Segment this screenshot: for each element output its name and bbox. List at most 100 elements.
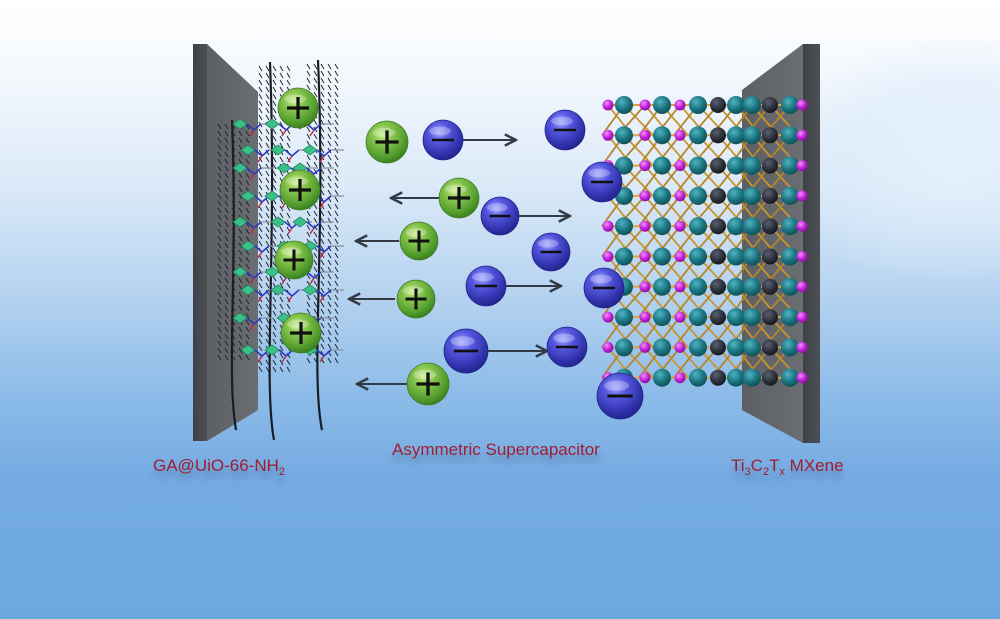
graphene-hatch bbox=[231, 242, 236, 249]
graphene-hatch bbox=[334, 217, 339, 224]
mof-amine-group bbox=[281, 277, 287, 285]
sphere-highlight bbox=[280, 247, 302, 256]
mof-amine-group bbox=[319, 251, 325, 259]
mof-amine-group bbox=[287, 227, 293, 235]
mxene-titanium-atom bbox=[727, 368, 745, 387]
graphene-hatch bbox=[313, 252, 318, 259]
mof-cluster bbox=[264, 266, 280, 278]
graphene-hatch bbox=[320, 343, 325, 350]
mof-linker bbox=[284, 149, 300, 158]
graphene-hatch bbox=[306, 357, 311, 364]
graphene-hatch bbox=[279, 226, 284, 233]
ion-motion-arrows bbox=[349, 140, 570, 384]
graphene-hatch bbox=[265, 86, 270, 93]
graphene-hatch bbox=[320, 224, 325, 231]
graphene-hatch bbox=[334, 308, 339, 315]
cation-moving-left bbox=[399, 221, 439, 261]
graphene-hatch bbox=[279, 212, 284, 219]
graphene-hatch bbox=[245, 326, 250, 333]
graphene-hatch bbox=[224, 291, 229, 298]
graphene-hatch bbox=[238, 305, 243, 312]
graphene-hatch bbox=[231, 277, 236, 284]
graphene-hatch bbox=[286, 72, 291, 79]
graphene-hatch bbox=[258, 324, 263, 331]
graphene-hatch bbox=[327, 280, 332, 287]
mxene-titanium-atom bbox=[653, 186, 671, 205]
graphene-hatch bbox=[320, 245, 325, 252]
graphene-hatch bbox=[265, 212, 270, 219]
mxene-carbon-atom bbox=[710, 248, 726, 265]
graphene-hatch bbox=[272, 205, 277, 212]
graphene-hatch bbox=[286, 79, 291, 86]
mxene-titanium-atom bbox=[615, 96, 633, 114]
mxene-surface-termination-atom bbox=[639, 281, 651, 293]
graphene-hatch bbox=[245, 207, 250, 214]
graphene-hatch bbox=[231, 263, 236, 270]
graphene-hatch bbox=[217, 298, 222, 305]
mxene-titanium-atom bbox=[615, 217, 633, 236]
graphene-hatch bbox=[265, 170, 270, 177]
graphene-hatch bbox=[320, 210, 325, 217]
mof-amine-group bbox=[257, 201, 263, 209]
graphene-hatch bbox=[306, 77, 311, 84]
graphene-hatch bbox=[217, 200, 222, 207]
mxene-surface-termination-atom bbox=[639, 129, 651, 141]
graphene-hatch bbox=[334, 189, 339, 196]
graphene-hatch bbox=[258, 289, 263, 296]
graphene-hatch bbox=[265, 65, 270, 72]
graphene-hatch bbox=[272, 275, 277, 282]
graphene-hatch bbox=[231, 340, 236, 347]
graphene-hatch bbox=[313, 63, 318, 70]
mxene-titanium-atom bbox=[653, 126, 671, 145]
mxene-titanium-atom bbox=[615, 338, 633, 357]
graphene-hatch bbox=[217, 186, 222, 193]
graphene-hatch bbox=[238, 340, 243, 347]
graphene-hatch bbox=[320, 308, 325, 315]
graphene-hatch bbox=[231, 151, 236, 158]
mxene-titanium-atom bbox=[727, 156, 745, 175]
graphene-hatch bbox=[272, 261, 277, 268]
mxene-surface-termination-atom bbox=[602, 251, 614, 262]
graphene-hatch bbox=[231, 256, 236, 263]
graphene-hatch bbox=[313, 238, 318, 245]
mxene-carbon-atom bbox=[762, 127, 778, 144]
graphene-hatch bbox=[217, 207, 222, 214]
mxene-titanium-atom bbox=[781, 96, 799, 114]
left-electrode-label: GA@UiO-66-NH2 bbox=[153, 456, 286, 478]
graphene-hatch bbox=[286, 303, 291, 310]
mof-amine-group bbox=[281, 355, 287, 363]
graphene-hatch bbox=[320, 322, 325, 329]
mxene-titanium-atom bbox=[743, 217, 761, 236]
graphene-hatch bbox=[217, 291, 222, 298]
graphene-hatch bbox=[224, 235, 229, 242]
graphene-hatch bbox=[245, 130, 250, 137]
graphene-hatch bbox=[334, 112, 339, 119]
mxene-titanium-atom bbox=[727, 96, 745, 114]
graphene-hatch bbox=[334, 91, 339, 98]
graphene-hatch bbox=[272, 303, 277, 310]
mxene-carbon-atom bbox=[762, 278, 778, 295]
graphene-hatch bbox=[320, 84, 325, 91]
mof-cluster bbox=[240, 144, 256, 156]
graphene-hatch bbox=[272, 128, 277, 135]
mxene-titanium-atom bbox=[781, 156, 799, 175]
graphene-aerogel-mof-layer bbox=[217, 59, 344, 441]
mxene-titanium-atom bbox=[615, 308, 633, 327]
graphene-hatch bbox=[286, 212, 291, 219]
graphene-hatch bbox=[217, 193, 222, 200]
graphene-hatch bbox=[245, 319, 250, 326]
graphene-hatch bbox=[272, 359, 277, 366]
graphene-hatch bbox=[313, 161, 318, 168]
graphene-hatch bbox=[231, 319, 236, 326]
graphene-hatch bbox=[334, 266, 339, 273]
graphene-hatch bbox=[320, 329, 325, 336]
graphene-hatch bbox=[245, 228, 250, 235]
graphene-hatch bbox=[279, 275, 284, 282]
graphene-hatch bbox=[258, 100, 263, 107]
mxene-titanium-atom bbox=[653, 277, 671, 296]
graphene-hatch bbox=[258, 128, 263, 135]
mof-amine-group bbox=[319, 201, 325, 209]
graphene-hatch bbox=[224, 165, 229, 172]
graphene-hatch bbox=[334, 161, 339, 168]
graphene-hatch bbox=[334, 98, 339, 105]
